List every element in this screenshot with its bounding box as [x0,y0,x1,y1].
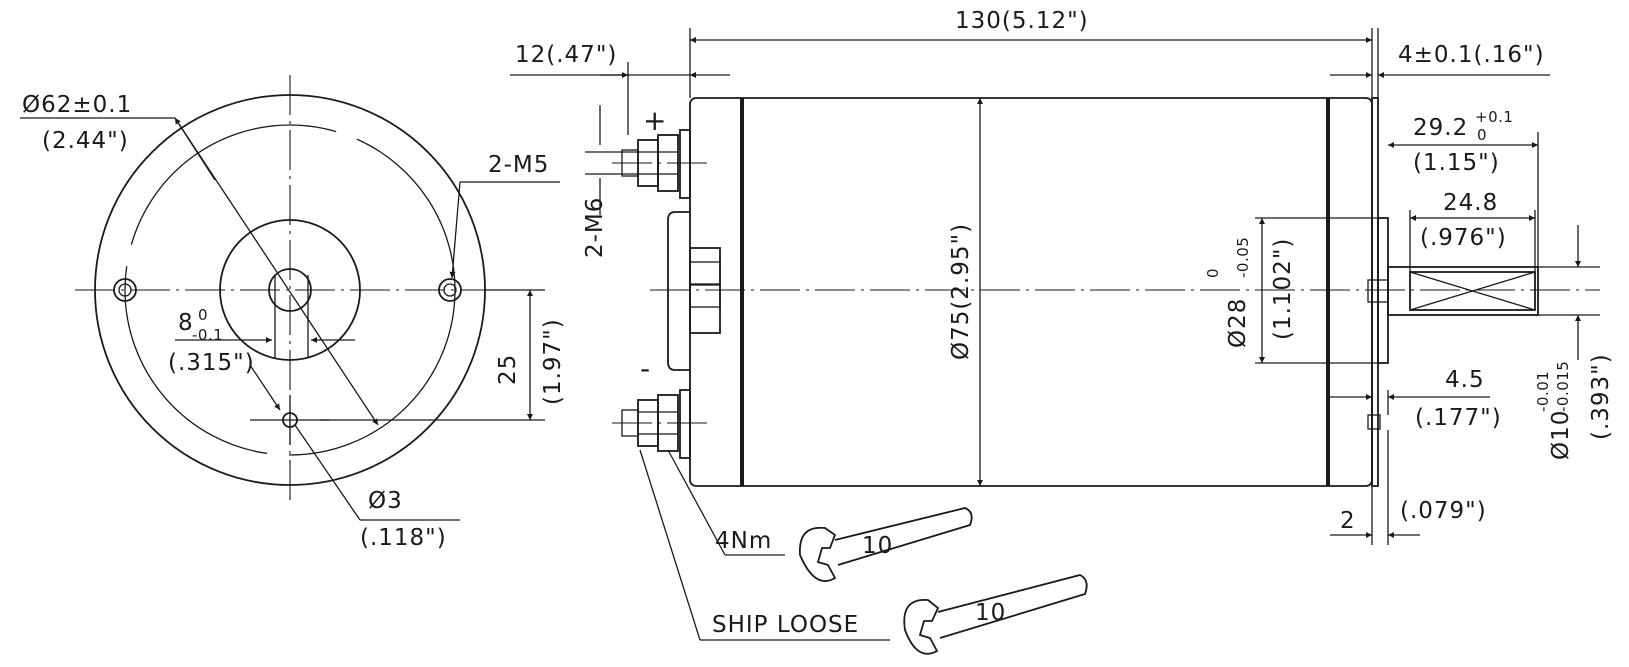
key-width-in-label: (.315") [168,350,255,376]
pilot-diameter-in-label: (1.102") [1270,238,1296,340]
wrench-2 [903,574,1088,655]
mount-hole-left [113,278,137,302]
minus-sign: - [640,352,651,385]
hole-offset-label: 25 [495,354,521,385]
body-diameter-label: Ø75(2.95") [948,223,974,360]
shaft-circle [268,268,312,312]
flange-thickness-label: 4±0.1(.16") [1398,42,1545,68]
shaft-diameter-in-label: (.393") [1588,353,1614,440]
terminal-positive [612,129,710,199]
pilot-tol-lower: -0.05 [1234,237,1252,278]
wrench-size-2: 10 [975,600,1006,626]
shaft-tol-upper: -0.01 [1534,371,1552,412]
pilot-height-in-label: (.079") [1400,498,1487,524]
shaft-diameter-label: Ø10 [1548,410,1574,460]
shaft-tol-lower: -0.015 [1554,361,1572,412]
pin-offset-in-label: (.177") [1415,405,1502,431]
pilot-tol-upper: 0 [1204,268,1222,278]
shaft-length-in-label: (1.15") [1413,150,1500,176]
key-length-in-label: (.976") [1420,225,1507,251]
ship-loose-label: SHIP LOOSE [712,612,859,638]
mount-hole-right [438,278,462,302]
key-tol-upper: 0 [198,306,208,324]
wrench-1 [799,507,973,582]
hole-offset-in-label: (1.97") [540,318,566,405]
outer-diameter-in-label: (2.44") [42,128,129,154]
terminal-length-label: 12(.47") [515,42,617,68]
key-length-label: 24.8 [1443,190,1498,216]
terminal-negative [612,389,710,459]
pilot-circle [219,219,361,361]
shaft-length-tol-upper: +0.1 [1475,108,1513,126]
mount-holes-label: 2-M5 [488,152,549,178]
plus-sign: + [643,104,667,137]
side-view: + - 130(5.12") 12(.47") 4±0.1(.16") 29.2… [510,8,1614,655]
pilot-diameter-label: Ø28 [1225,298,1251,348]
wrench-size-1: 10 [862,533,893,559]
key-tol-lower: -0.1 [192,326,223,344]
pin-diameter-in-label: (.118") [360,525,447,551]
outer-diameter-label: Ø62±0.1 [22,92,132,118]
bolt-circle [124,124,456,456]
shaft-key [1409,271,1536,311]
pilot-height-label: 2 [1340,508,1356,534]
pin-offset-label: 4.5 [1445,367,1485,393]
overall-length-label: 130(5.12") [955,8,1089,34]
torque-label: 4Nm [715,528,772,554]
terminal-thread-label: 2-M6 [582,197,608,258]
shaft-length-label: 29.2 [1413,115,1468,141]
front-view: Ø62±0.1 (2.44") 2-M5 8 0 -0.1 (.315") 25… [20,75,566,551]
pin-diameter-label: Ø3 [368,488,403,514]
shaft-length-tol-lower: 0 [1477,126,1487,144]
key-width-label: 8 [178,310,194,336]
